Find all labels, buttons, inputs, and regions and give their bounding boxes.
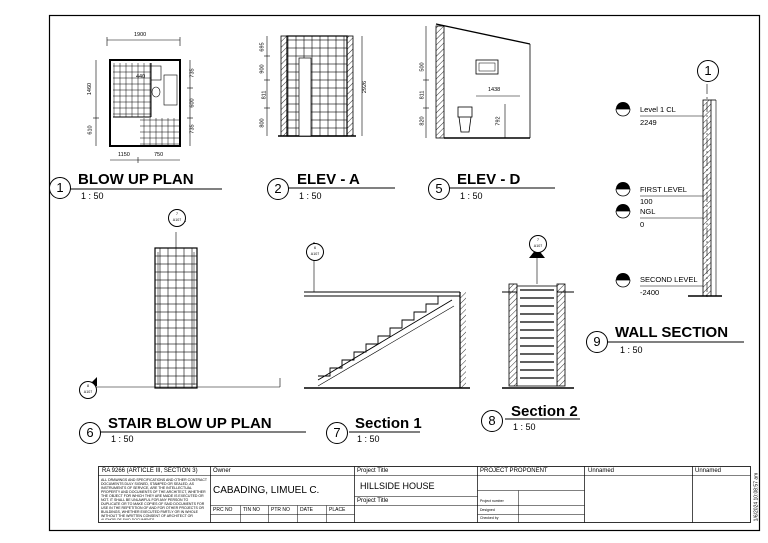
view-title-blow-up-plan: BLOW UP PLAN (78, 171, 194, 188)
dim-plan-left-lower: 610 (87, 125, 94, 135)
dim-elev-d-height: 792 (495, 116, 502, 126)
view-scale: 1 : 50 (620, 345, 643, 355)
dim-plan-right-mid: 600 (189, 98, 196, 108)
tb-proponent-f2: Designed (480, 508, 495, 512)
tb-ptr: PTR NO (271, 507, 290, 513)
view-number-bubble: 1 (49, 177, 71, 199)
dim-elev-a-4: 800 (259, 118, 266, 128)
dim-plan-right-lower: 735 (189, 124, 196, 134)
callout-number: 8 (87, 384, 89, 388)
view-scale: 1 : 50 (299, 191, 322, 201)
level-value: -2400 (640, 288, 660, 297)
tb-unnamed-1: Unnamed (588, 468, 615, 474)
section-callout-section-1: 6 A107 (306, 243, 324, 261)
blow-up-plan-drawing (93, 37, 193, 163)
callout-number: 7 (537, 238, 539, 242)
tb-prc: PRC NO (213, 507, 233, 513)
tb-owner-label: Owner (213, 468, 231, 474)
dim-elev-d-1: 500 (419, 62, 426, 72)
callout-number: 6 (314, 246, 316, 250)
callout-number: 7 (176, 212, 178, 216)
view-title-section-1: Section 1 (355, 415, 422, 432)
section-callout-stair-left: 8 A107 (79, 381, 97, 399)
dim-elev-a-total: 2926 (362, 80, 369, 94)
view-number-bubble: 9 (586, 331, 608, 353)
view-scale: 1 : 50 (513, 422, 536, 432)
dim-plan-bottom-left: 1150 (118, 152, 130, 158)
view-title-wall-section: WALL SECTION (615, 324, 729, 341)
callout-sheet: A107 (533, 244, 543, 248)
wall-section-drawing (615, 84, 722, 300)
dim-plan-left-upper: 1460 (87, 82, 94, 96)
section-1-drawing (304, 242, 470, 389)
grid-bubble: 1 (697, 60, 719, 82)
tb-proponent-f3: Checked by (480, 516, 499, 520)
dim-plan-top: 1900 (134, 32, 147, 38)
section-callout-stair-top: 7 A107 (168, 209, 186, 227)
dim-elev-d-3: 820 (419, 116, 426, 126)
view-number-bubble: 8 (481, 410, 503, 432)
view-scale: 1 : 50 (357, 434, 380, 444)
dim-plan-right-upper: 735 (189, 68, 196, 78)
view-number-bubble: 7 (326, 422, 348, 444)
level-value: 0 (640, 220, 645, 229)
tb-owner-name: CABADING, LIMUEL C. (213, 485, 320, 496)
level-name: NGL (640, 207, 656, 216)
dim-elev-a-1: 695 (259, 42, 266, 52)
dim-elev-a-2: 900 (259, 64, 266, 74)
section-callout-section-2: 7 A107 (529, 235, 547, 253)
view-title-elev-a: ELEV - A (297, 171, 360, 188)
dim-plan-inner: 440 (136, 74, 146, 80)
view-number-bubble: 2 (267, 178, 289, 200)
sheet-border (48, 14, 761, 532)
view-scale: 1 : 50 (111, 434, 134, 444)
level-name: FIRST LEVEL (640, 185, 687, 194)
dim-elev-d-width: 1438 (488, 87, 501, 93)
dim-plan-bottom-right: 750 (154, 152, 164, 158)
level-value: 100 (640, 197, 653, 206)
dim-elev-d-2: 811 (419, 90, 426, 100)
tb-project-title-label-2: Project Title (357, 498, 389, 504)
tb-proponent-label: PROJECT PROPONENT (480, 468, 548, 474)
view-title-stair-blow-up-plan: STAIR BLOW UP PLAN (108, 415, 272, 432)
tb-project-title-label: Project Title (357, 468, 389, 474)
level-name: Level 1 CL (640, 105, 676, 114)
view-title-section-2: Section 2 (511, 403, 578, 420)
dim-elev-a-3: 811 (261, 90, 268, 100)
stair-plan-drawing (88, 212, 281, 389)
tb-ra-header: RA 9266 (ARTICLE III, SECTION 3) (102, 468, 198, 474)
tb-ra-text: ALL DRAWINGS AND SPECIFICATIONS AND OTHE… (101, 478, 207, 520)
view-number-bubble: 5 (428, 178, 450, 200)
level-value: 2249 (640, 118, 657, 127)
callout-sheet: A107 (310, 252, 320, 256)
elev-a-drawing (264, 35, 363, 137)
tb-timestamp: 1/6/2024 10:08:57 am (753, 472, 760, 522)
view-scale: 1 : 50 (81, 191, 104, 201)
callout-sheet: A107 (172, 218, 182, 222)
level-name: SECOND LEVEL (640, 275, 698, 284)
title-block-frame (98, 466, 751, 523)
view-scale: 1 : 50 (460, 191, 483, 201)
callout-sheet: A107 (83, 390, 93, 394)
tb-unnamed-2: Unnamed (695, 468, 722, 474)
tb-place: PLACE (329, 507, 346, 513)
tb-tin: TIN NO (243, 507, 260, 513)
section-2-drawing (502, 248, 574, 389)
tb-date: DATE (300, 507, 313, 513)
tb-proponent-f1: Project number (480, 499, 504, 503)
view-number-bubble: 6 (79, 422, 101, 444)
view-title-elev-d: ELEV - D (457, 171, 521, 188)
tb-project-title: HILLSIDE HOUSE (360, 481, 435, 491)
elev-d-drawing (423, 23, 531, 139)
